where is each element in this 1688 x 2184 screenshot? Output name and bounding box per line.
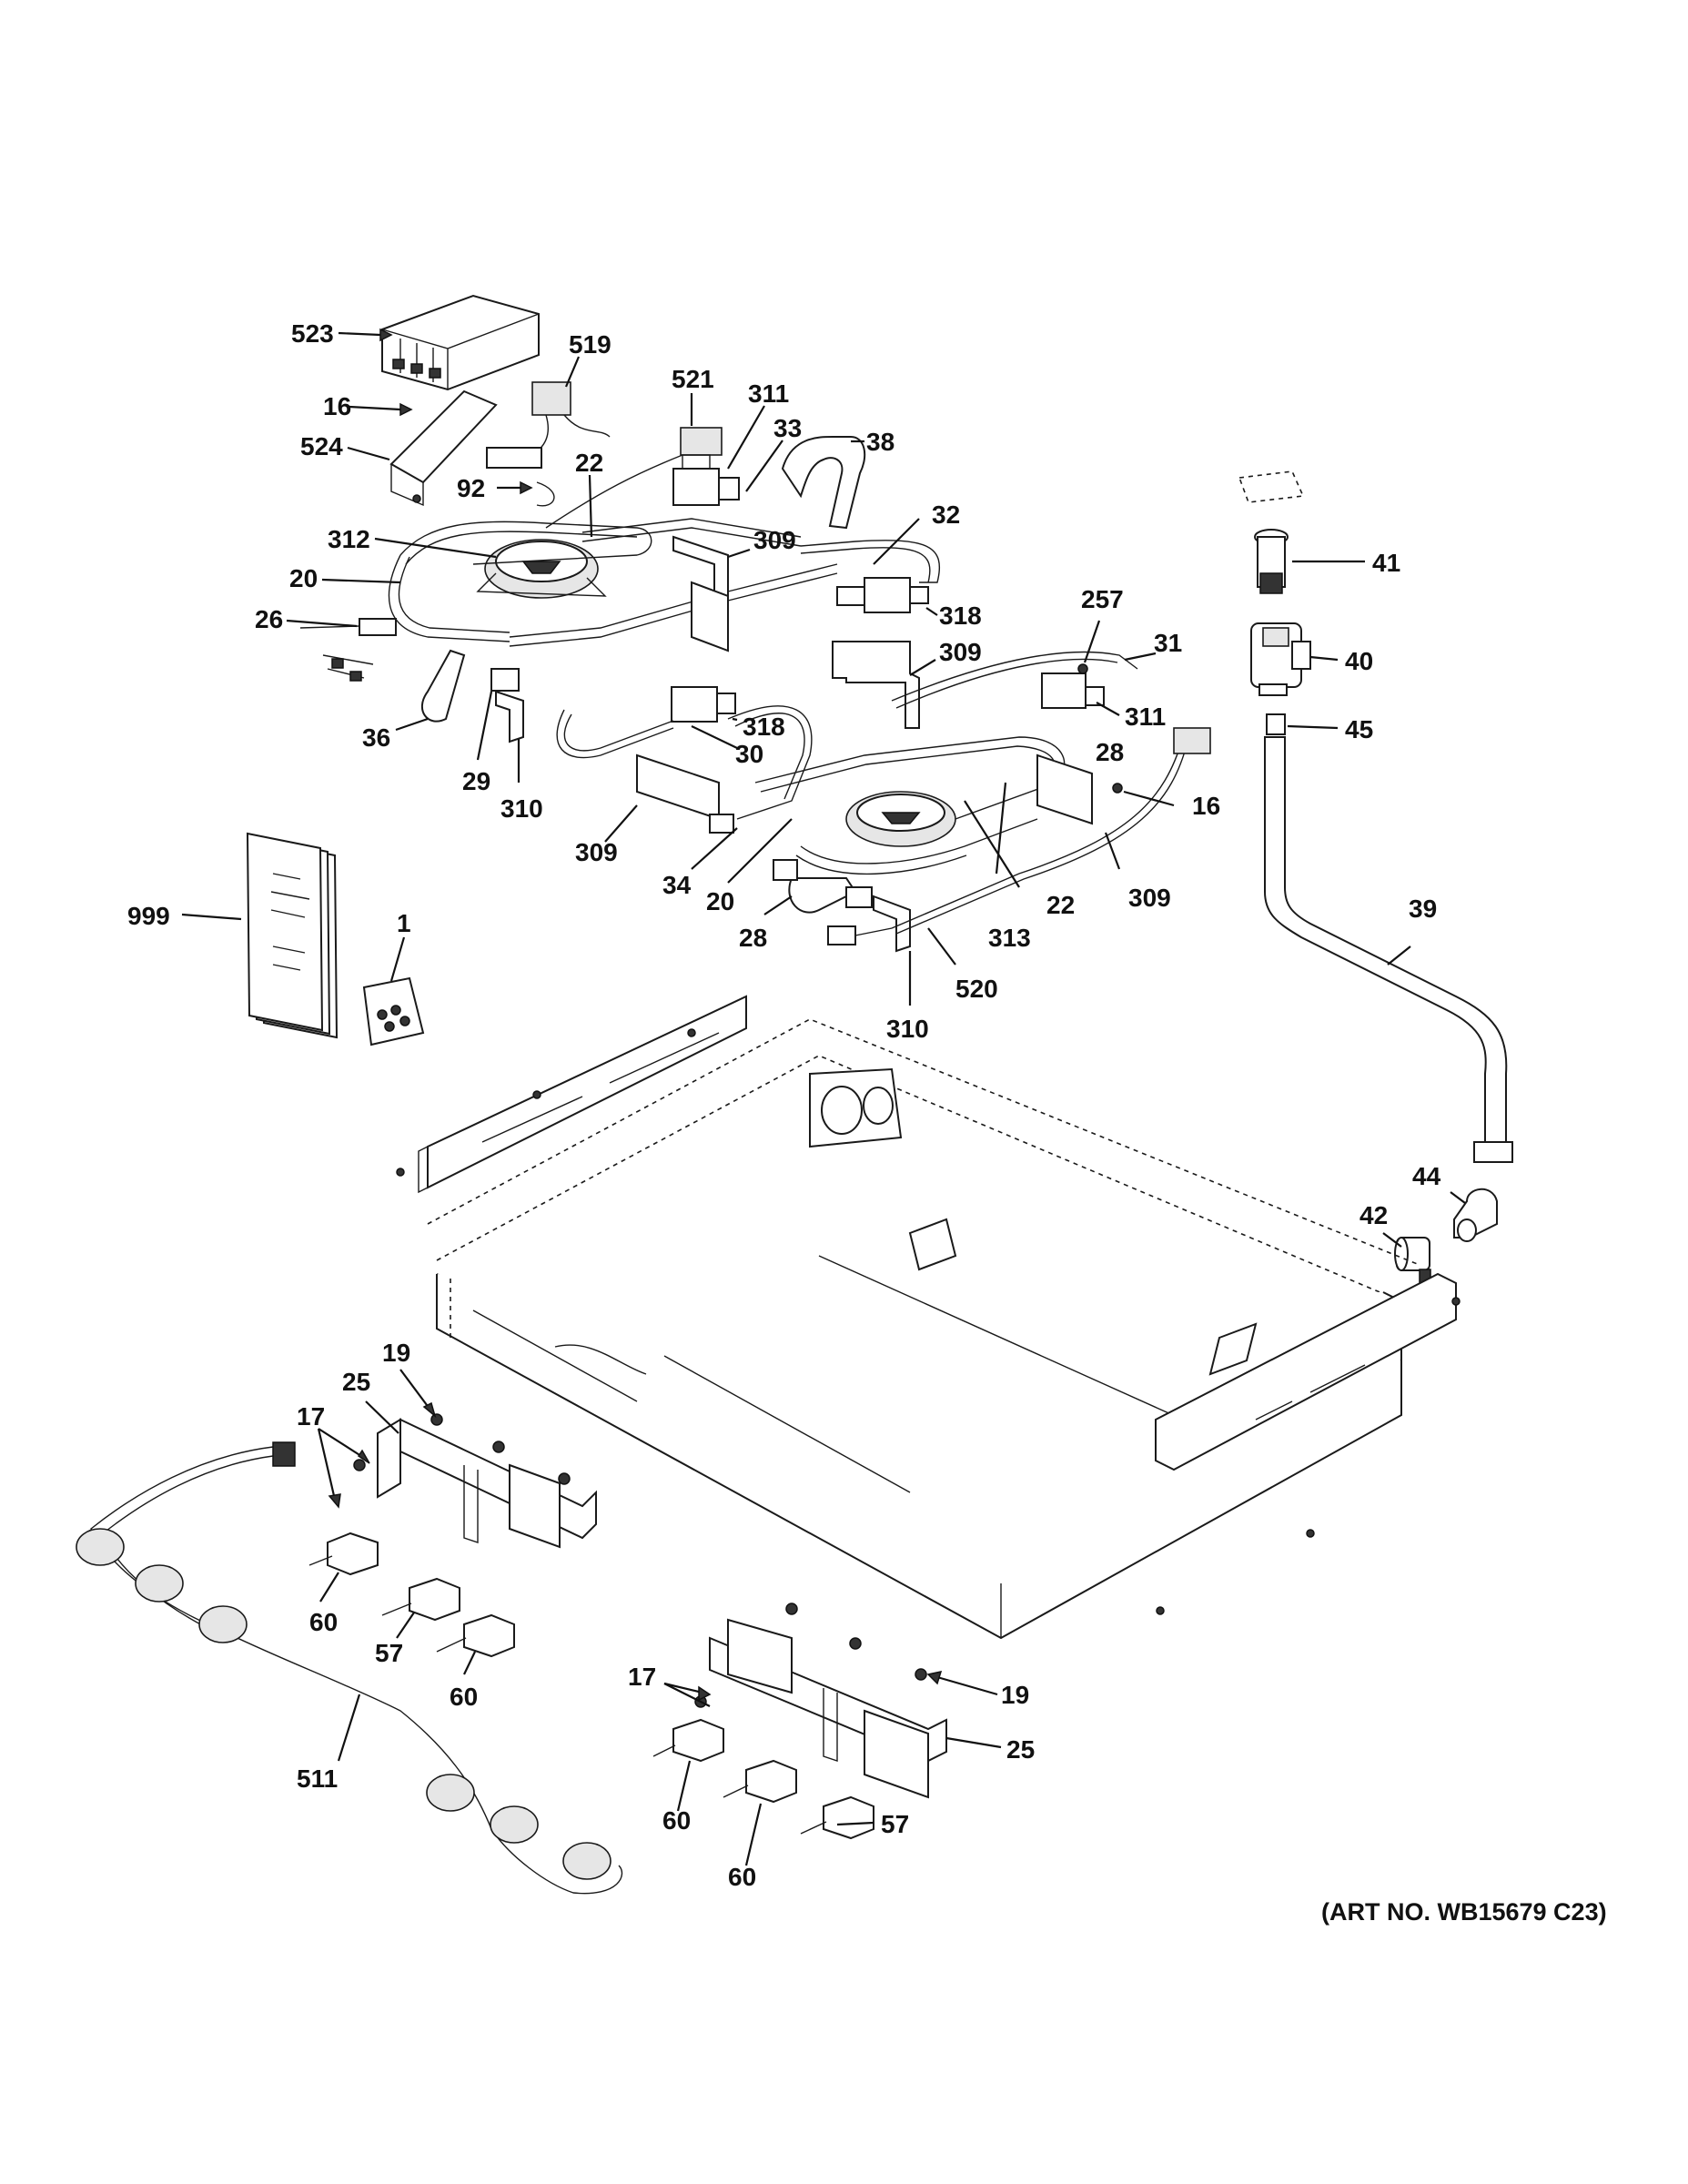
art-number-label: (ART NO. WB15679 C23) — [1321, 1898, 1607, 1926]
callout-311: 311 — [748, 379, 789, 408]
part-20-22-gas-tubes-upper — [388, 518, 838, 647]
part-1-hardware-bag — [362, 976, 425, 1046]
part-524-bracket — [389, 389, 498, 507]
cooktop-chassis — [396, 995, 1461, 1640]
callout-19: 19 — [1001, 1681, 1029, 1709]
callout-523: 523 — [291, 319, 334, 348]
part-26-36-29-fittings — [299, 618, 520, 723]
callout-41: 41 — [1372, 549, 1400, 577]
callout-1: 1 — [397, 909, 411, 937]
part-511-harness-strand — [101, 1455, 274, 1637]
callout-312: 312 — [328, 525, 370, 553]
callout-92: 92 — [457, 474, 485, 502]
callout-309: 309 — [575, 838, 618, 866]
callout-519: 519 — [569, 330, 612, 359]
part-44-elbow — [1453, 1188, 1498, 1242]
part-42-adapter — [1394, 1237, 1431, 1287]
callout-20: 20 — [706, 887, 734, 915]
callout-28: 28 — [1096, 738, 1124, 766]
part-38-gas-tube — [781, 436, 866, 530]
part-520-wire-harness — [827, 727, 1211, 945]
gas-inlet-assembly — [1238, 470, 1513, 1287]
callout-33: 33 — [773, 414, 802, 442]
callout-999: 999 — [127, 902, 170, 930]
callout-257: 257 — [1081, 585, 1124, 613]
gas-manifold-assembly — [299, 294, 1211, 953]
right-valve-manifold — [652, 1603, 947, 1840]
callout-44: 44 — [1412, 1162, 1441, 1190]
callout-309: 309 — [1128, 884, 1171, 912]
part-309-bracket-b — [832, 641, 920, 729]
callout-26: 26 — [255, 605, 283, 633]
part-519-connector — [486, 381, 611, 507]
callout-32: 32 — [932, 500, 960, 529]
callout-labels: 523 519 521 311 33 38 16 524 22 92 312 3… — [127, 319, 1441, 1891]
part-45-fitting — [1266, 713, 1286, 735]
callout-309: 309 — [753, 526, 796, 554]
callout-22: 22 — [575, 449, 603, 477]
callout-60: 60 — [450, 1683, 478, 1711]
callout-42: 42 — [1359, 1201, 1388, 1229]
callout-25: 25 — [342, 1368, 370, 1396]
callout-40: 40 — [1345, 647, 1373, 675]
part-32-318-upper-valve — [800, 540, 941, 613]
part-30-34-318-middle — [556, 686, 813, 834]
part-41-nipple — [1254, 529, 1289, 594]
part-label-tag — [1238, 470, 1305, 503]
part-521-solenoid — [545, 427, 723, 529]
part-39-gas-pipe — [1264, 736, 1513, 1163]
callout-29: 29 — [462, 767, 490, 795]
leader-lines — [181, 328, 1466, 1866]
part-309-bracket-a — [672, 535, 729, 652]
callout-520: 520 — [955, 975, 998, 1003]
callout-17: 17 — [628, 1663, 656, 1691]
callout-39: 39 — [1409, 895, 1437, 923]
part-311-valve-upper — [672, 454, 740, 506]
callout-310: 310 — [886, 1015, 929, 1043]
callout-20: 20 — [289, 564, 318, 592]
callout-57: 57 — [881, 1810, 909, 1838]
part-40-regulator — [1250, 622, 1311, 696]
callout-60: 60 — [662, 1806, 691, 1835]
callout-30: 30 — [735, 740, 763, 768]
callout-25: 25 — [1006, 1735, 1035, 1764]
callout-521: 521 — [672, 365, 714, 393]
part-312-burner-regulator — [476, 539, 607, 599]
callout-310: 310 — [500, 794, 543, 823]
callout-17: 17 — [297, 1402, 325, 1431]
callout-318: 318 — [939, 602, 982, 630]
callout-45: 45 — [1345, 715, 1373, 743]
callout-16: 16 — [323, 392, 351, 420]
part-28-310-lower-fittings — [495, 690, 911, 953]
callout-34: 34 — [662, 871, 692, 899]
callout-22: 22 — [1046, 891, 1075, 919]
callout-313: 313 — [988, 924, 1031, 952]
callout-318: 318 — [743, 713, 785, 741]
part-511-igniter-modules — [76, 1441, 612, 1880]
callout-524: 524 — [300, 432, 343, 460]
part-999-literature — [246, 832, 339, 1039]
part-31-311-right-valve — [891, 651, 1138, 709]
part-313-burner-lower — [754, 736, 1093, 875]
left-valve-manifold — [308, 1413, 597, 1658]
callout-36: 36 — [362, 723, 390, 752]
callout-19: 19 — [382, 1339, 410, 1367]
callout-57: 57 — [375, 1639, 403, 1667]
callout-511: 511 — [297, 1764, 338, 1793]
callout-28: 28 — [739, 924, 767, 952]
callout-31: 31 — [1154, 629, 1182, 657]
callout-311: 311 — [1125, 703, 1166, 731]
callout-38: 38 — [866, 428, 895, 456]
callout-16: 16 — [1192, 792, 1220, 820]
callout-60: 60 — [728, 1863, 756, 1891]
callout-309: 309 — [939, 638, 982, 666]
part-511-igniter-harness — [90, 1446, 623, 1895]
callout-60: 60 — [309, 1608, 338, 1636]
part-523-terminal-block — [381, 294, 540, 391]
